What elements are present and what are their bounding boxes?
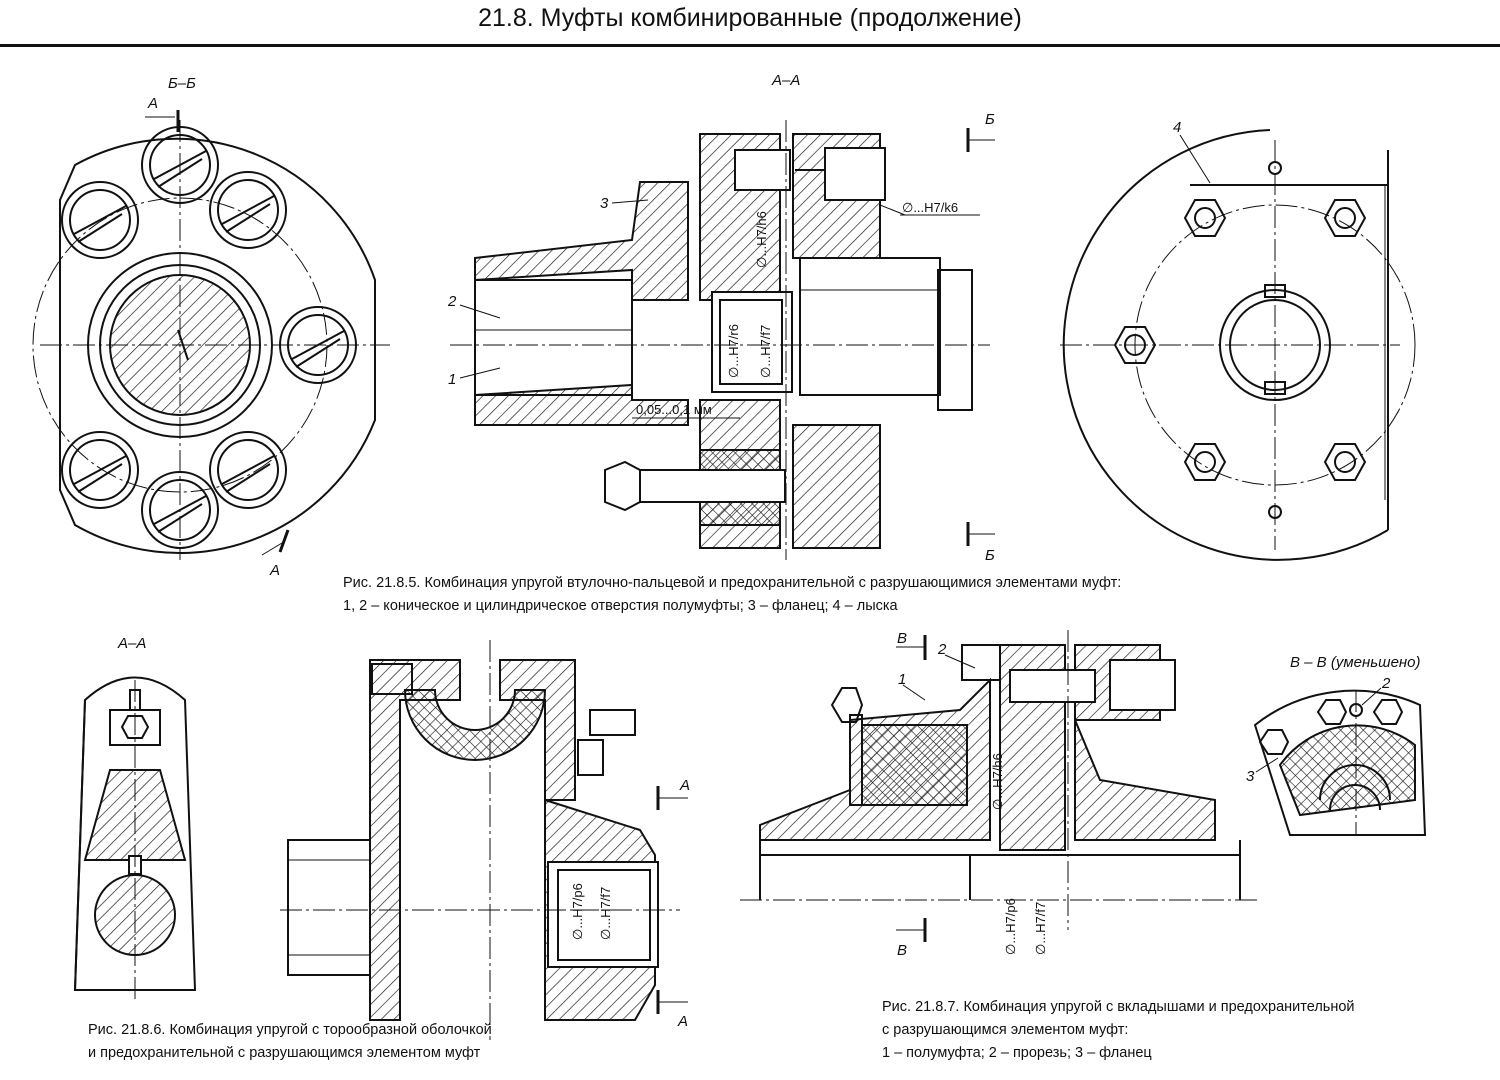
fig5-dim-h7r6: ∅...H7/r6	[726, 324, 741, 378]
fig5-section-aa: А–А Б Б	[447, 72, 995, 564]
fig6-section-aa: А–А	[73, 635, 197, 1000]
fig6-caption-line2: и предохранительной с разрушающимся элем…	[88, 1045, 481, 1061]
page-title: 21.8. Муфты комбинированные (продолжение…	[478, 4, 1022, 32]
fig7-mark-v-top: В	[897, 630, 907, 647]
fig5-mark-b-bottom: Б	[985, 547, 995, 564]
fig7-dim-h7p6: ∅...H7/p6	[1003, 898, 1018, 955]
fig5-callout-1: 1	[448, 371, 456, 388]
fig5-end-view: 4	[1060, 119, 1416, 561]
fig7-section-vv: В – В (уменьшено) 2 3	[1246, 654, 1427, 836]
fig6-caption-line1: Рис. 21.8.6. Комбинация упругой с торооб…	[88, 1022, 492, 1038]
fig5-callout-3: 3	[600, 195, 609, 212]
fig7-vv-callout-2: 2	[1381, 675, 1391, 692]
fig5-dim-h7f7: ∅...H7/f7	[758, 325, 773, 378]
fig7-callout-1: 1	[898, 671, 906, 688]
fig6-dim-h7f7: ∅...H7/f7	[598, 887, 613, 940]
fig7-main-section: В В 1 2 ∅...H7/h6 ∅...H7/p6 ∅...H7/f7	[740, 630, 1260, 959]
fig5-callout-2: 2	[447, 293, 457, 310]
fig5-mark-a-bottom: А	[269, 562, 280, 579]
fig7-section-vv-label: В – В (уменьшено)	[1290, 654, 1421, 671]
fig7-dim-h7h6: ∅...H7/h6	[990, 753, 1005, 810]
fig6-section-aa-label: А–А	[117, 635, 146, 652]
fig5-callout-4: 4	[1173, 119, 1181, 136]
fig6-dim-h7p6: ∅...H7/p6	[570, 883, 585, 940]
fig5-dim-h7h6: ∅...H7/h6	[754, 211, 769, 268]
fig7-mark-v-bottom: В	[897, 942, 907, 959]
fig5-view-bb: Б–Б А А	[32, 75, 390, 579]
fig7-caption-line3: 1 – полумуфта; 2 – прорезь; 3 – фланец	[882, 1045, 1152, 1061]
fig5-mark-b-top: Б	[985, 111, 995, 128]
fig6-main-section: А А ∅...H7/p6 ∅...H7/f7	[280, 640, 690, 1040]
fig7-callout-2: 2	[937, 641, 947, 658]
title-rule	[0, 44, 1500, 47]
fig6-mark-a-top: А	[679, 777, 690, 794]
fig7-caption-line1: Рис. 21.8.7. Комбинация упругой с вклады…	[882, 999, 1355, 1015]
fig5-section-bb-label: Б–Б	[168, 75, 196, 92]
fig7-dim-h7f7: ∅...H7/f7	[1033, 902, 1048, 955]
fig7-vv-callout-3: 3	[1246, 768, 1255, 785]
fig5-caption-line2: 1, 2 – коническое и цилиндрическое отвер…	[343, 598, 898, 614]
fig5-mark-a-top: А	[147, 95, 158, 112]
fig7-caption-line2: с разрушающимся элементом муфт:	[882, 1022, 1129, 1038]
fig5-dim-h7k6: ∅...H7/k6	[902, 200, 958, 215]
fig6-mark-a-bottom: А	[677, 1013, 688, 1030]
fig5-section-aa-label: А–А	[771, 72, 800, 89]
fig5-caption-line1: Рис. 21.8.5. Комбинация упругой втулочно…	[343, 575, 1122, 591]
fig5-dim-gap: 0,05...0,1 мм	[636, 402, 712, 417]
